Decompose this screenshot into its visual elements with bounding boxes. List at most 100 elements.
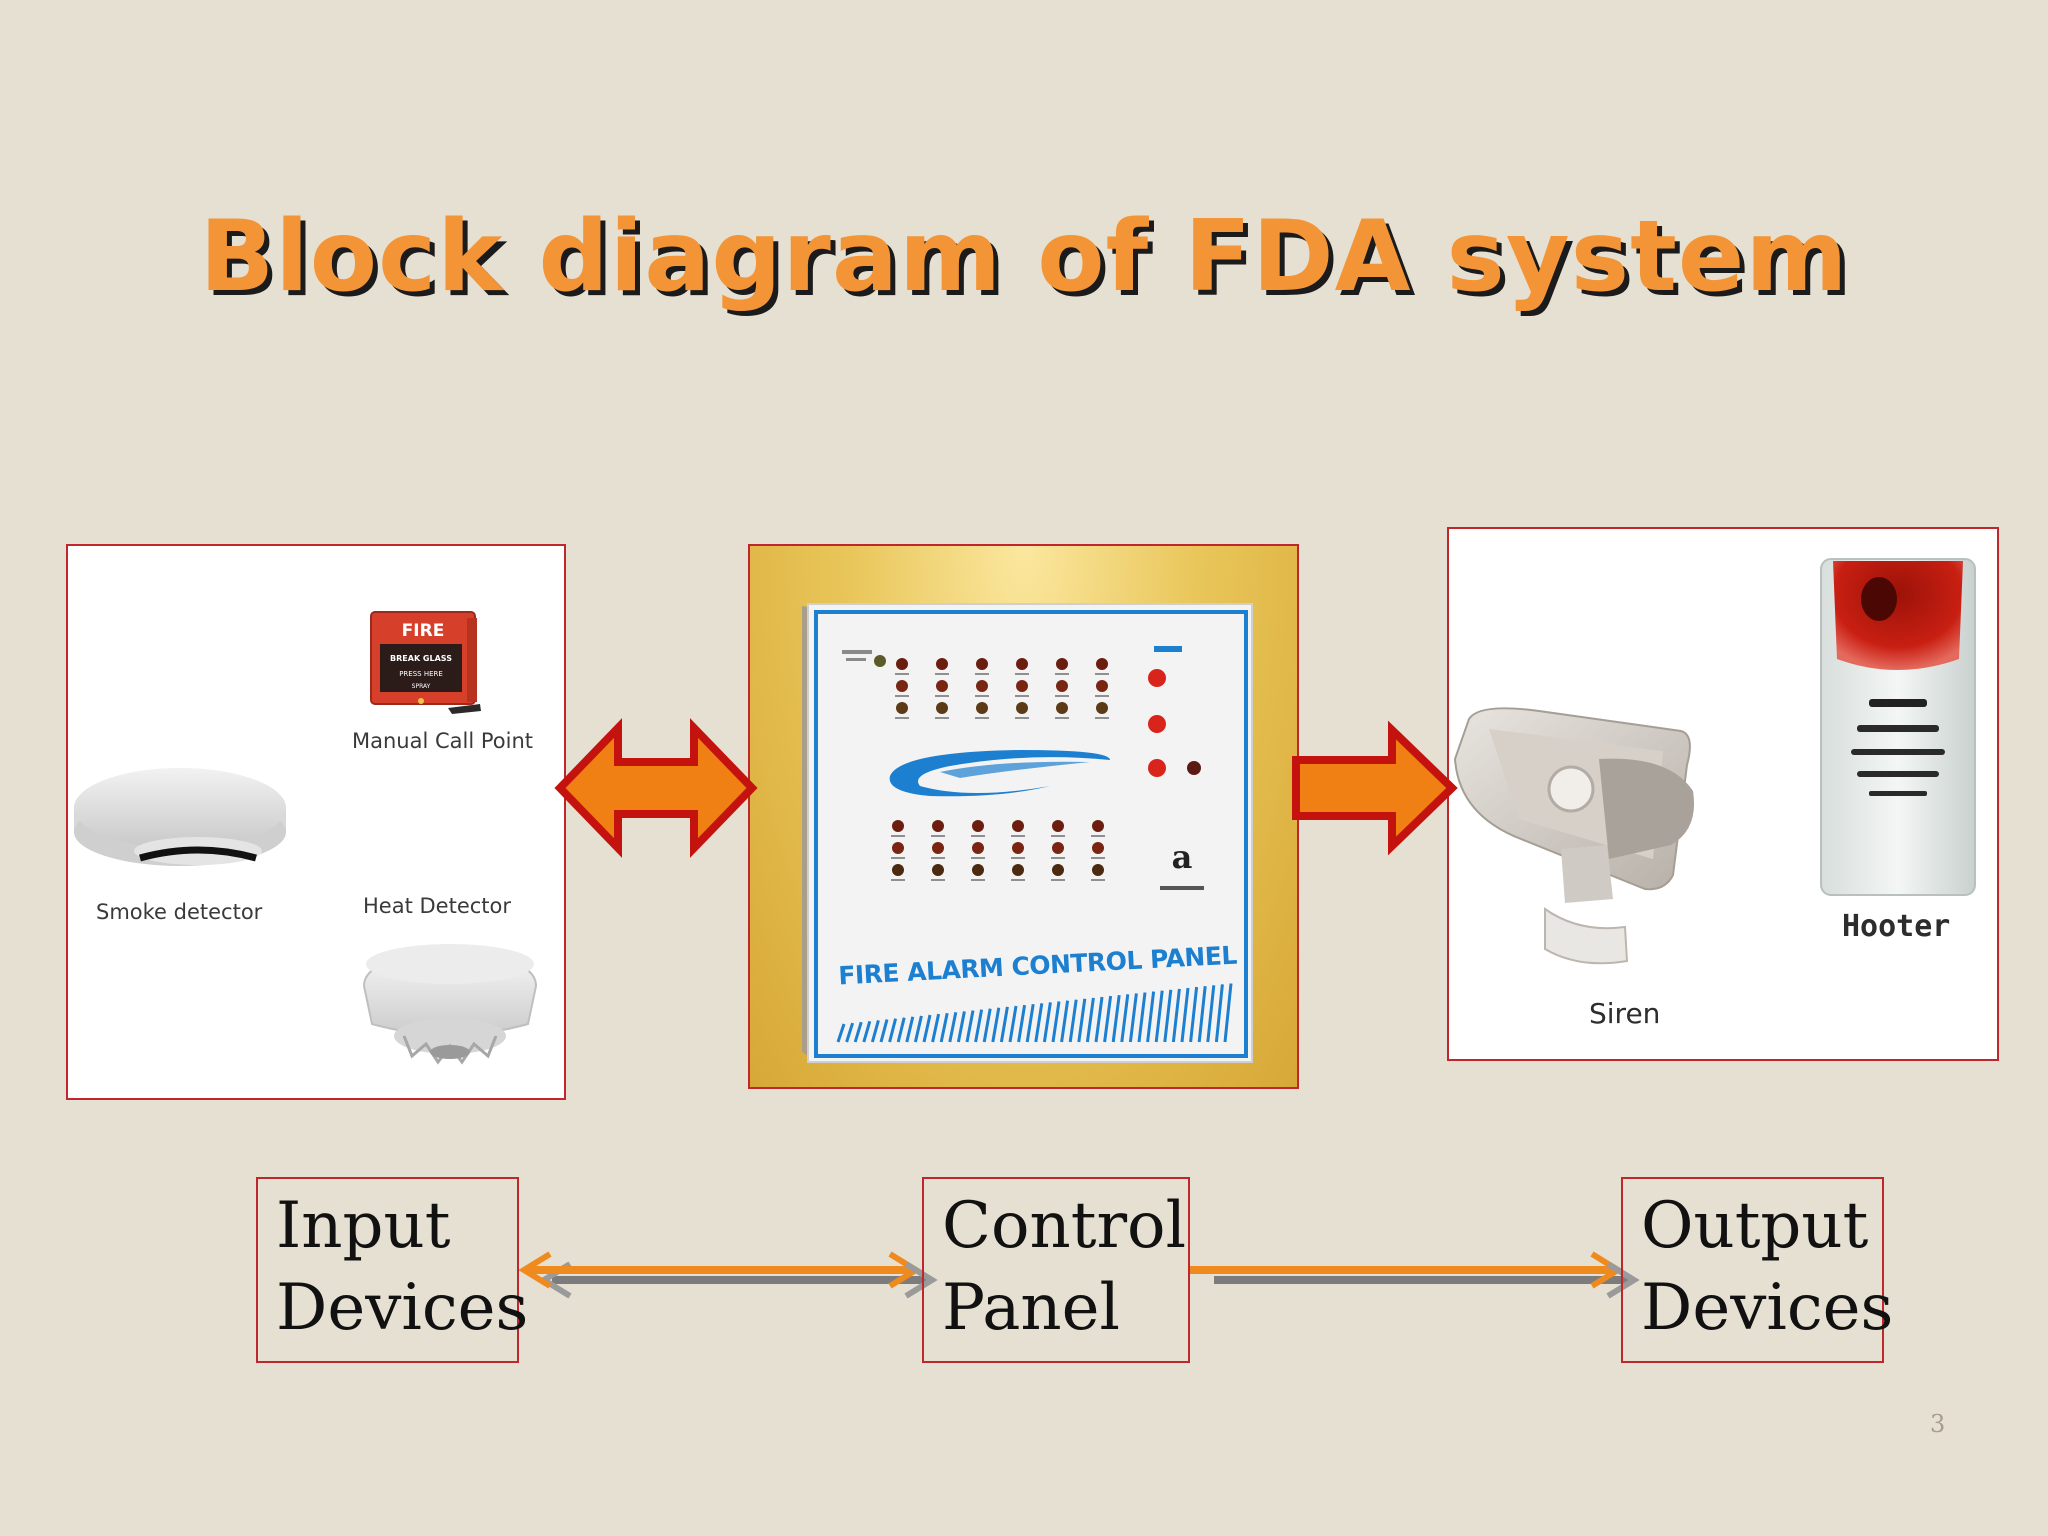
smoke-detector-caption: Smoke detector [96, 900, 263, 924]
panel-stripe [888, 1018, 898, 1043]
input-devices-picture: FIRE BREAK GLASS PRESS HERE SPRAY Manual… [66, 544, 566, 1100]
output-devices-label-line1: Output [1641, 1189, 1869, 1263]
panel-stripe [1180, 987, 1190, 1043]
indicator-led [1056, 658, 1068, 670]
slide-title: Block diagram of FDA system [199, 200, 1849, 314]
input-devices-label-line1: Input [276, 1189, 451, 1263]
indicator-led-label [1095, 673, 1109, 675]
call-point-break-text: BREAK GLASS [390, 654, 452, 663]
indicator-led [932, 820, 944, 832]
indicator-led-label [1095, 717, 1109, 719]
indicator-led [1016, 680, 1028, 692]
indicator-led [972, 820, 984, 832]
svg-text:a: a [1172, 838, 1193, 876]
panel-stripe [939, 1012, 949, 1043]
panel-stripe [1146, 991, 1156, 1043]
indicator-led-label [931, 879, 945, 881]
panel-stripe [974, 1009, 984, 1043]
indicator-led-label [891, 857, 905, 859]
panel-stripe [1189, 986, 1199, 1043]
panel-brand-mark: a [1160, 838, 1204, 890]
panel-stripe [999, 1006, 1009, 1043]
indicator-led [1096, 658, 1108, 670]
panel-stripe [853, 1021, 863, 1043]
panel-stripe [879, 1019, 889, 1043]
panel-stripe [1154, 990, 1164, 1043]
panel-stripe [1017, 1004, 1027, 1043]
panel-stripe [1051, 1001, 1061, 1043]
indicator-led-label [1095, 695, 1109, 697]
heat-detector-icon [362, 944, 538, 1065]
panel-stripe [1008, 1005, 1018, 1043]
indicator-led [896, 680, 908, 692]
control-panel-picture: a FIRE ALARM CONTROL PANEL [748, 544, 1299, 1089]
panel-stripe [1163, 989, 1173, 1043]
panel-stripe [1060, 1000, 1070, 1043]
call-point-small-text: SPRAY [412, 683, 431, 690]
indicator-led-label [1051, 857, 1065, 859]
indicator-led [1016, 658, 1028, 670]
indicator-led [976, 702, 988, 714]
indicator-led-label [1015, 717, 1029, 719]
panel-stripe [1197, 986, 1207, 1043]
panel-stripe [862, 1020, 872, 1043]
indicator-led-label [895, 673, 909, 675]
panel-stripe [1128, 993, 1138, 1043]
indicator-led-label [935, 717, 949, 719]
indicator-led-label [1015, 695, 1029, 697]
indicator-led-label [935, 695, 949, 697]
panel-stripe [922, 1014, 932, 1043]
indicator-led-label [895, 717, 909, 719]
panel-stripe [905, 1016, 915, 1043]
panel-stripes [836, 983, 1233, 1043]
input-devices-label-line2: Devices [276, 1271, 529, 1345]
panel-stripe [1214, 984, 1224, 1043]
panel-stripe [1206, 985, 1216, 1043]
smoke-detector-icon [74, 768, 286, 866]
output-devices-picture: Siren Hooter [1447, 527, 1999, 1061]
indicator-led-label [971, 857, 985, 859]
call-point-fire-text: FIRE [402, 621, 445, 641]
indicator-led [1012, 820, 1024, 832]
indicator-led-label [1051, 879, 1065, 881]
panel-stripe [896, 1017, 906, 1043]
indicator-led-label [1011, 879, 1025, 881]
manual-call-point-caption: Manual Call Point [352, 729, 534, 753]
siren-caption: Siren [1589, 997, 1661, 1030]
panel-stripe [948, 1012, 958, 1043]
indicator-led [932, 864, 944, 876]
panel-stripe [1103, 995, 1113, 1043]
indicator-led [1092, 864, 1104, 876]
indicator-led-label [931, 857, 945, 859]
indicator-led-label [1091, 879, 1105, 881]
indicator-led [1052, 842, 1064, 854]
indicator-led-label [931, 835, 945, 837]
output-devices-block: Output Devices [1621, 1177, 1894, 1363]
indicator-led-label [1055, 717, 1069, 719]
fire-alarm-panel-icon: a FIRE ALARM CONTROL PANEL [802, 603, 1253, 1063]
panel-stripe [1042, 1002, 1052, 1043]
panel-stripe [845, 1022, 855, 1043]
indicator-led [936, 680, 948, 692]
indicator-led-label [1015, 673, 1029, 675]
indicator-led-label [1011, 857, 1025, 859]
hooter-caption: Hooter [1842, 909, 1951, 944]
output-devices-label-line2: Devices [1641, 1271, 1894, 1345]
indicator-led-grid [891, 658, 1109, 881]
panel-stripe [1068, 999, 1078, 1043]
control-panel-label-line2: Panel [942, 1271, 1120, 1345]
indicator-led [936, 702, 948, 714]
indicator-led-label [975, 695, 989, 697]
input-devices-block: Input Devices [256, 1177, 529, 1363]
indicator-led [936, 658, 948, 670]
indicator-led-label [935, 673, 949, 675]
panel-stripe [1077, 998, 1087, 1043]
panel-stripe [1111, 995, 1121, 1043]
manual-call-point-icon: FIRE BREAK GLASS PRESS HERE SPRAY [370, 611, 481, 714]
indicator-led [1052, 864, 1064, 876]
indicator-led [972, 842, 984, 854]
call-point-press-text: PRESS HERE [399, 670, 443, 678]
